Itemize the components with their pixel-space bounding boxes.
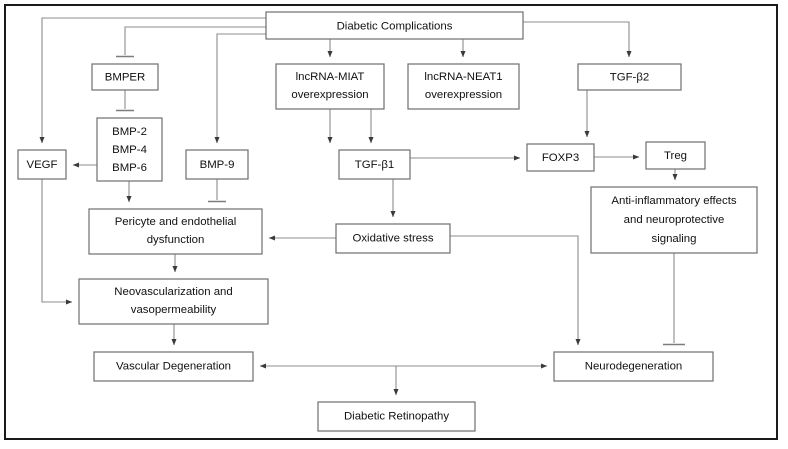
node-bmper[interactable]: BMPER (91, 63, 159, 91)
node-diabetic-retinopathy[interactable]: Diabetic Retinopathy (317, 401, 476, 432)
node-label-line2: and neuroprotective (624, 214, 725, 226)
node-treg[interactable]: Treg (645, 141, 706, 170)
edge-dc-to-bmp9 (214, 33, 266, 144)
edge-dc-to-vegf (39, 17, 266, 144)
node-label: Neurodegeneration (585, 361, 683, 373)
node-label-line2: BMP-4 (112, 144, 147, 156)
node-foxp3[interactable]: FOXP3 (526, 143, 595, 172)
node-label-line3: signaling (652, 233, 697, 245)
node-bmp-2-4-6[interactable]: BMP-2 BMP-4 BMP-6 (96, 117, 163, 182)
node-tgf-b2[interactable]: TGF-β2 (577, 63, 682, 91)
node-neovascularization[interactable]: Neovascularization and vasopermeability (78, 278, 269, 325)
node-vegf[interactable]: VEGF (17, 149, 67, 180)
node-label: BMPER (105, 72, 146, 84)
node-label-line2: overexpression (425, 89, 502, 101)
node-label: Oxidative stress (352, 233, 433, 245)
node-label: VEGF (26, 159, 57, 171)
node-label-line1: BMP-2 (112, 126, 147, 138)
node-lncrna-miat[interactable]: lncRNA-MIAT overexpression (275, 63, 385, 110)
node-tgf-b1[interactable]: TGF-β1 (338, 149, 411, 180)
edge-dc-to-tgfb2 (523, 21, 632, 58)
edge-oxidative-to-neurodegeneration (450, 235, 581, 346)
edge-dc-to-bmper (124, 26, 266, 55)
node-lncrna-neat1[interactable]: lncRNA-NEAT1 overexpression (407, 63, 520, 110)
node-oxidative-stress[interactable]: Oxidative stress (335, 223, 451, 254)
edge-vegf-to-neovascularization (41, 179, 73, 305)
node-label-line1: lncRNA-MIAT (296, 71, 365, 83)
node-label: BMP-9 (200, 159, 235, 171)
node-label: TGF-β1 (355, 159, 394, 171)
node-neurodegeneration[interactable]: Neurodegeneration (553, 351, 714, 382)
node-label: Treg (664, 150, 687, 162)
node-label-line1: Neovascularization and (114, 286, 232, 298)
node-pericyte-dysfunction[interactable]: Pericyte and endothelial dysfunction (88, 208, 263, 255)
node-label-line2: dysfunction (147, 234, 205, 246)
node-label: Diabetic Retinopathy (344, 411, 449, 423)
node-label-line2: vasopermeability (131, 304, 217, 316)
node-label: TGF-β2 (610, 72, 649, 84)
node-diabetic-complications[interactable]: Diabetic Complications (265, 11, 524, 40)
node-bmp-9[interactable]: BMP-9 (185, 149, 249, 180)
node-label-line2: overexpression (291, 89, 368, 101)
node-label: Diabetic Complications (337, 21, 453, 33)
node-label: FOXP3 (542, 152, 579, 164)
node-anti-inflammatory[interactable]: Anti-inflammatory effects and neuroprote… (590, 186, 758, 254)
node-label-line1: Anti-inflammatory effects (611, 195, 736, 207)
node-vascular-degeneration[interactable]: Vascular Degeneration (93, 351, 254, 382)
node-label-line1: Pericyte and endothelial (115, 216, 237, 228)
node-label-line3: BMP-6 (112, 162, 147, 174)
node-label-line1: lncRNA-NEAT1 (424, 71, 502, 83)
node-label: Vascular Degeneration (116, 361, 231, 373)
